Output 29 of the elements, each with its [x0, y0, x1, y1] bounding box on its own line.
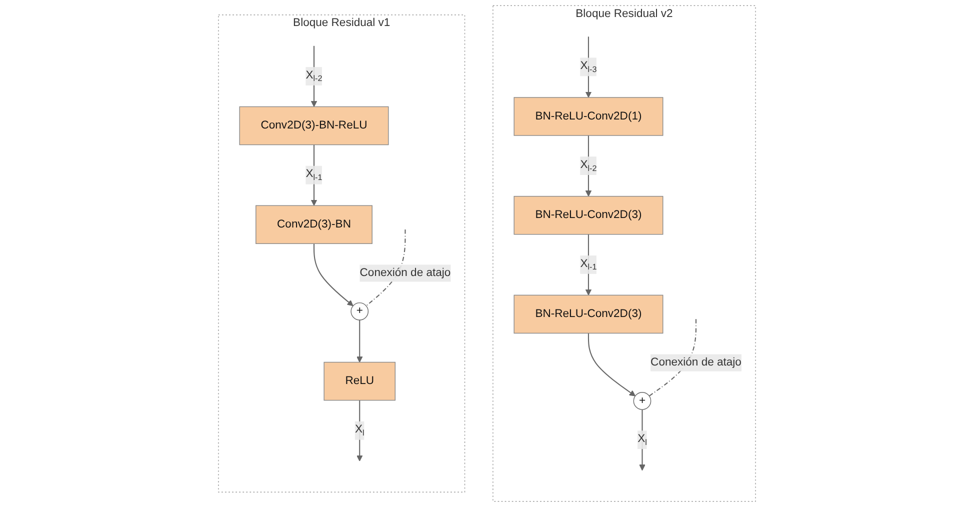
node-box — [514, 294, 664, 334]
arrow — [585, 36, 592, 98]
edge-label: Conexión de atajo — [650, 356, 742, 368]
node-box — [324, 362, 396, 401]
arrow — [356, 320, 363, 363]
edge-label: Conexión de atajo — [360, 266, 451, 279]
node-box — [239, 106, 389, 146]
arrow — [310, 46, 318, 107]
edge-label: X$_{l}$ — [638, 432, 647, 447]
arrow — [356, 400, 363, 462]
edge-label: X$_{l-1}$ — [580, 258, 597, 272]
node-box — [514, 97, 664, 136]
edge-label: X$_{l}$ — [354, 424, 364, 438]
cluster — [218, 14, 466, 492]
cluster — [492, 5, 756, 502]
edge-label: X$_{l-2}$ — [580, 158, 597, 173]
node-box — [514, 196, 664, 235]
arrow — [588, 333, 636, 396]
edge-label: X$_{l-2}$ — [306, 69, 322, 84]
arrow — [585, 234, 592, 296]
arrow — [313, 244, 354, 306]
node-box — [256, 205, 372, 244]
node-circle — [633, 392, 652, 410]
node-circle — [350, 302, 369, 320]
arrow — [639, 410, 646, 471]
arrow — [310, 144, 318, 206]
edge-label: X$_{l-1}$ — [306, 168, 322, 182]
edge-label: X$_{l-3}$ — [580, 60, 597, 74]
arrow — [585, 136, 592, 197]
